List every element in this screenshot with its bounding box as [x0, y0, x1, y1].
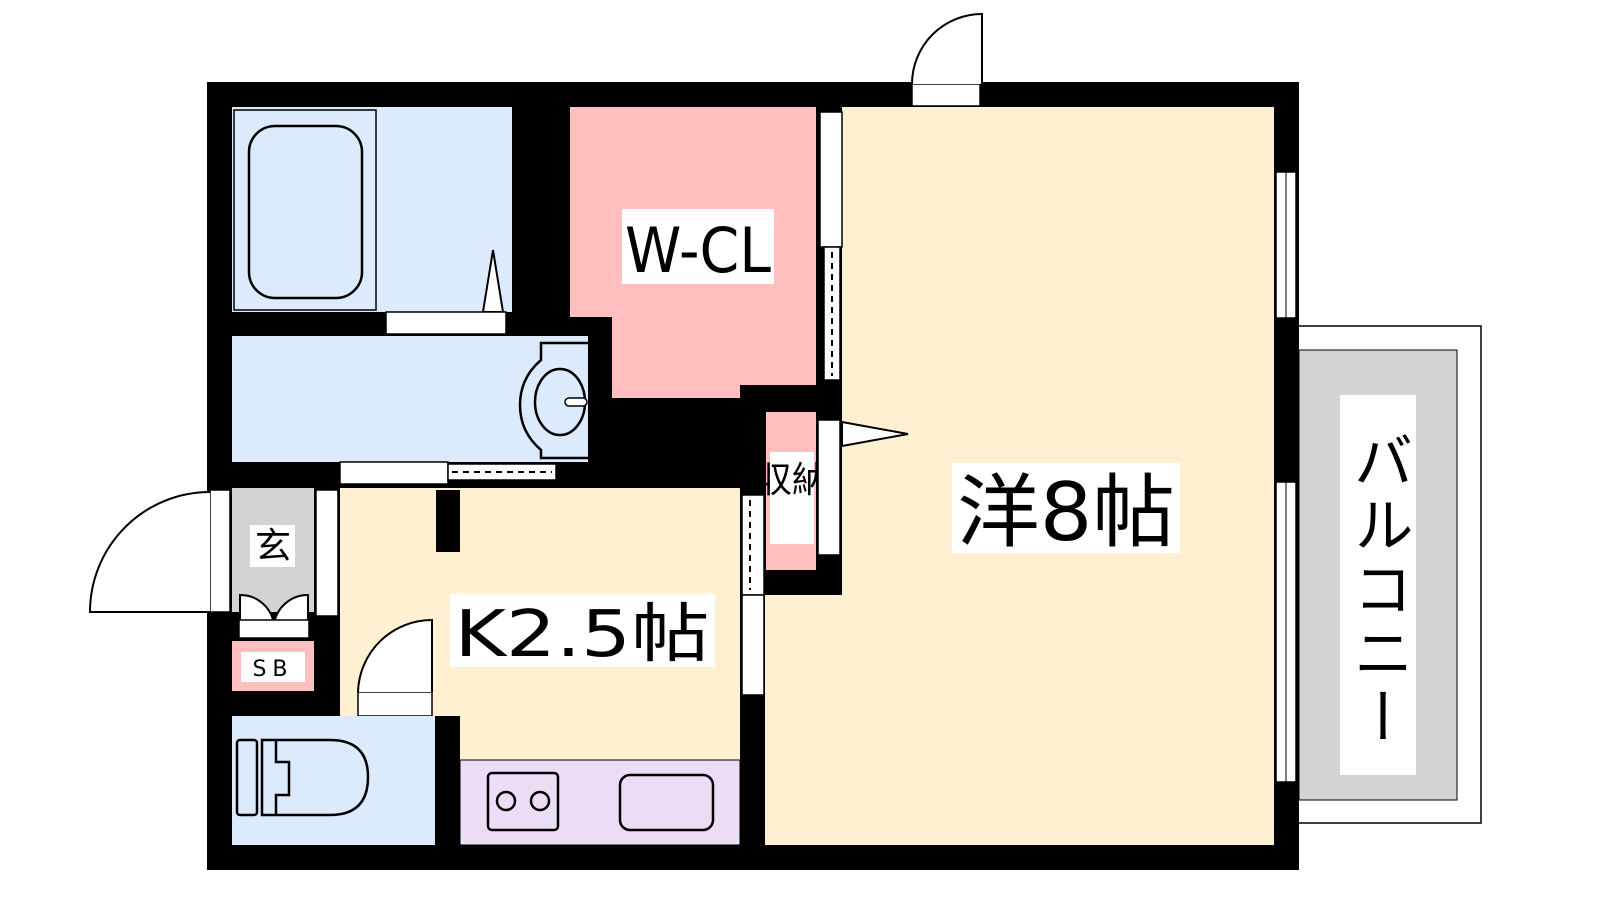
top-door[interactable] — [911, 83, 981, 107]
bathroom — [232, 107, 512, 313]
storage-door[interactable] — [817, 419, 841, 556]
stove-icon — [486, 771, 560, 832]
balcony-label: バルコニー — [1343, 430, 1413, 750]
entrance-door[interactable] — [209, 489, 231, 613]
western-room-label: 洋8帖 — [957, 466, 1175, 559]
kitchen: K2.5帖 — [340, 488, 741, 846]
western-room-extension — [765, 595, 845, 845]
sink-icon — [618, 773, 715, 832]
closet-door[interactable] — [819, 111, 843, 248]
shoe-box-label: SB — [252, 657, 293, 682]
washroom-door[interactable] — [339, 461, 449, 485]
kitchen-sliding-door[interactable] — [741, 494, 765, 596]
balcony: バルコニー — [1294, 325, 1482, 824]
door-swing-icon — [841, 420, 909, 448]
toilet-icon — [260, 738, 370, 817]
washbasin-icon — [518, 341, 588, 460]
kitchen-label: K2.5帖 — [455, 598, 710, 672]
entrance-label: 玄 — [255, 526, 291, 567]
toilet-door[interactable] — [357, 691, 433, 717]
storage-label: 収納 — [756, 460, 828, 501]
bathtub-icon — [247, 124, 364, 300]
bathroom-door[interactable] — [385, 311, 507, 335]
washroom — [232, 336, 588, 462]
toilet — [232, 716, 435, 845]
walk-in-closet-label: W-CL — [625, 214, 771, 287]
